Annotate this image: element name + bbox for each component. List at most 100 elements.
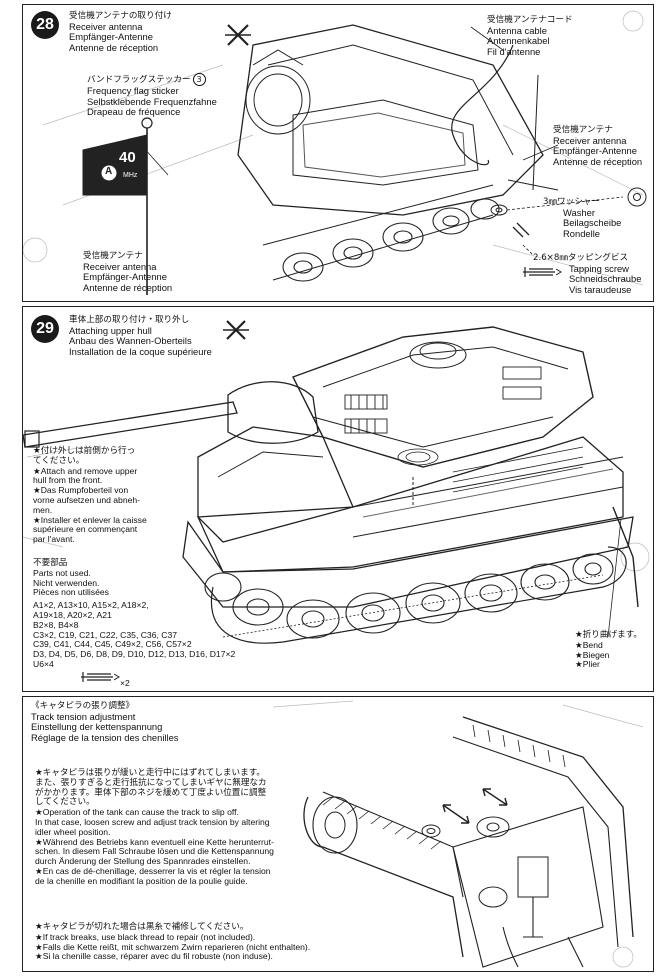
unused-line: A19×18, A20×2, A21	[33, 609, 112, 620]
title-en: Attaching upper hull	[69, 324, 152, 336]
unused-line: 不要部品	[33, 558, 68, 568]
screw-en: Tapping screw	[569, 262, 629, 274]
title-de: Empfänger-Antenne	[69, 31, 153, 43]
antenna-cord-de: Antennenkabel	[487, 35, 550, 47]
unused-line: C3×2, C19, C21, C22, C35, C36, C37	[33, 629, 178, 640]
unused-line: C39, C41, C44, C45, C49×2, C56, C57×2	[33, 639, 192, 650]
screw-quantity: ×2	[120, 678, 130, 688]
antenna-cord-ja: 受信機アンテナコード	[487, 15, 573, 25]
track-tension-drawing	[23, 697, 653, 971]
title-fr: Antenne de réception	[69, 41, 159, 53]
repair-line: ★Si la chenille casse, réparer avec du f…	[35, 951, 273, 962]
note-line: supérieure en commençant	[33, 524, 138, 535]
flag-sticker-ja: バンドフラッグステッカー	[87, 75, 191, 85]
note-line: してください。	[35, 797, 95, 808]
bend-fr: ★Plier	[575, 659, 600, 670]
note-line: また、張りすぎると走行抵抗になってしまいギヤに無理なカ	[35, 777, 267, 788]
track-tension-note: ★キャタピラは張りが緩いと走行中にはずれてしまいます。 また、張りすぎると走行抵…	[35, 768, 274, 887]
antenna-cord-en: Antenna cable	[487, 24, 547, 36]
title-ja: 《キャタピラの張り調整》	[31, 701, 135, 711]
unused-parts-list: 不要部品 Parts not used. Nicht verwenden. Pi…	[33, 558, 235, 670]
title-en: Track tension adjustment	[31, 710, 136, 722]
antenna-right-ja: 受信機アンテナ	[553, 125, 613, 135]
bend-ja: ★折り曲げます。	[575, 630, 643, 640]
note-line: ★Installer et enlever la caisse	[33, 514, 147, 525]
note-line: ★Das Rumpfoberteil von	[33, 485, 129, 496]
note-line: ★Operation of the tank can cause the tra…	[35, 807, 239, 818]
title-en: Receiver antenna	[69, 20, 143, 32]
screw-fr: Vis taraudeuse	[569, 283, 632, 295]
screw-de: Schneidschraube	[569, 273, 642, 285]
washer-label: 3㎜ワッシャー Washer Beilagscheibe Rondelle	[543, 197, 621, 239]
flag-sticker-en: Frequency flag sticker	[87, 85, 179, 96]
sticker-number-badge: 3	[192, 73, 206, 86]
unused-line: A1×2, A13×10, A15×2, A18×2,	[33, 600, 149, 611]
note-line: men.	[33, 504, 53, 515]
step-29-number: 29	[31, 315, 59, 343]
note-line: de la chenille en modifiant la position …	[35, 875, 248, 886]
unused-line: Parts not used.	[33, 567, 91, 578]
antenna-right-de: Empfänger-Antenne	[553, 145, 637, 157]
step-28-title: 受信機アンテナの取り付け Receiver antenna Empfänger-…	[69, 11, 172, 53]
note-line: In that case, loosen screw and adjust tr…	[35, 816, 270, 827]
note-line: par l'avant.	[33, 534, 75, 545]
washer-fr: Rondelle	[563, 227, 601, 239]
antenna-left-ja: 受信機アンテナ	[83, 251, 143, 261]
bend-en: ★Bend	[575, 639, 603, 650]
track-repair-note: ★キャタピラが切れた場合は黒糸で補修してください。 ★If track brea…	[35, 922, 311, 962]
repair-line: ★キャタピラが切れた場合は黒糸で補修してください。	[35, 922, 249, 932]
note-line: vorne aufsetzen und abneh-	[33, 494, 141, 505]
title-ja: 車体上部の取り付け・取り外し	[69, 315, 190, 325]
bend-de: ★Biegen	[575, 649, 610, 660]
note-line: durch Änderung der Stellung des Spannrad…	[35, 856, 251, 867]
flag-sticker-fr: Drapeau de fréquence	[87, 106, 181, 118]
note-line: schen. In diesem Fall Schraube lösen und…	[35, 846, 274, 857]
title-fr: Réglage de la tension des chenilles	[31, 731, 179, 743]
antenna-right-label: 受信機アンテナ Receiver antenna Empfänger-Anten…	[553, 125, 642, 167]
note-line: idler wheel position.	[35, 826, 111, 837]
step-29-title: 車体上部の取り付け・取り外し Attaching upper hull Anba…	[69, 315, 212, 357]
step-28-drawing	[23, 5, 653, 301]
washer-ja: 3㎜ワッシャー	[543, 197, 601, 207]
antenna-right-en: Receiver antenna	[553, 134, 627, 146]
unused-line: B2×8, B4×8	[33, 619, 79, 630]
repair-line: ★Falls die Kette reißt, mit schwarzem Zw…	[35, 941, 311, 952]
title-de: Einstellung der kettenspannung	[31, 721, 163, 733]
title-fr: Installation de la coque supérieure	[69, 345, 212, 357]
step-29-panel: 29 車体上部の取り付け・取り外し Attaching upper hull A…	[22, 306, 654, 692]
antenna-right-fr: Antenne de réception	[553, 155, 643, 167]
screw-ja: 2.6×8㎜タッピングビス	[533, 253, 629, 263]
track-tension-title: 《キャタピラの張り調整》 Track tension adjustment Ei…	[31, 701, 179, 743]
step-29-drawing	[23, 307, 653, 691]
bend-label: ★折り曲げます。 ★Bend ★Biegen ★Plier	[575, 630, 643, 670]
title-ja: 受信機アンテナの取り付け	[69, 11, 172, 21]
repair-line: ★If track breaks, use black thread to re…	[35, 931, 256, 942]
note-line: ★キャタピラは張りが緩いと走行中にはずれてしまいます。	[35, 768, 266, 778]
note-line: ★Während des Betriebs kann eventuell ein…	[35, 836, 274, 847]
note-line: ★En cas de dé-chenillage, desserrer la v…	[35, 865, 271, 876]
antenna-left-en: Receiver antenna	[83, 260, 157, 272]
unused-line: Nicht verwenden.	[33, 577, 100, 588]
attach-note: ★付け外しは前側から行っ てください。 ★Attach and remove u…	[33, 446, 147, 545]
antenna-left-fr: Antenne de réception	[83, 281, 173, 293]
antenna-cord-fr: Fil d'antenne	[487, 45, 541, 57]
flag-sticker-de: Selbstklebende Frequenzfahne	[87, 95, 217, 107]
antenna-left-de: Empfänger-Antenne	[83, 271, 167, 283]
step-28-panel: 28 受信機アンテナの取り付け Receiver antenna Empfäng…	[22, 4, 654, 302]
note-line: hull from the front.	[33, 475, 103, 486]
note-line: ★Attach and remove upper	[33, 465, 138, 476]
flag-letter: A	[105, 166, 113, 177]
flag-unit: MHz	[123, 172, 138, 179]
unused-line: Pièces non utilisées	[33, 587, 109, 598]
track-tension-panel: 《キャタピラの張り調整》 Track tension adjustment Ei…	[22, 696, 654, 972]
title-de: Anbau des Wannen-Oberteils	[69, 335, 192, 347]
flag-band: 40	[119, 149, 136, 166]
washer-en: Washer	[563, 206, 595, 218]
screw-label: 2.6×8㎜タッピングビス Tapping screw Schneidschra…	[533, 253, 641, 295]
antenna-cord-label: 受信機アンテナコード Antenna cable Antennenkabel F…	[487, 15, 573, 57]
antenna-left-label: 受信機アンテナ Receiver antenna Empfänger-Anten…	[83, 251, 172, 293]
note-line: がかかります。車体下部のネジを緩めて丁度よい位置に調整	[35, 787, 267, 798]
note-line: てください。	[33, 455, 85, 466]
note-line: ★付け外しは前側から行っ	[33, 446, 136, 456]
